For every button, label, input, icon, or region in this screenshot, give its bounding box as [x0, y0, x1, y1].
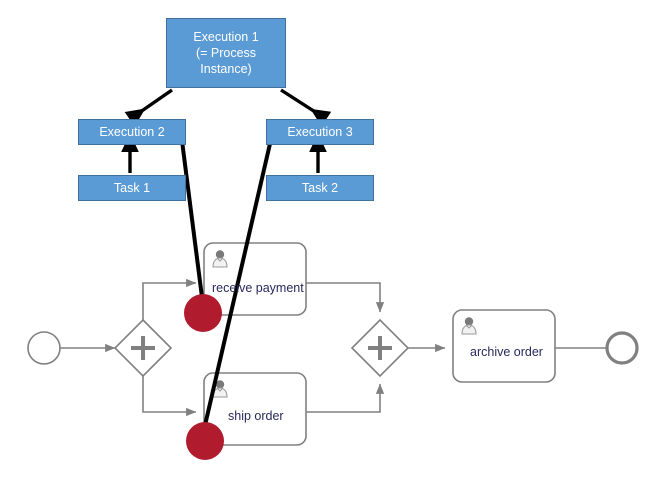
end-event: [605, 331, 639, 365]
sequence-flows: [60, 278, 606, 417]
user-task-icon: [461, 317, 477, 335]
parallel-gateway-split: [113, 318, 173, 378]
flow-split-to-receive-payment: [142, 278, 197, 320]
task-label-ship-order: ship order: [228, 409, 284, 423]
execution-box-execution-1[interactable]: Execution 1 (= Process Instance): [166, 18, 286, 88]
user-task-icon: [212, 380, 228, 398]
execution-box-task-1[interactable]: Task 1: [78, 175, 186, 201]
start-event: [27, 331, 61, 365]
execution-box-execution-2[interactable]: Execution 2: [78, 119, 186, 145]
user-task-icon: [212, 250, 228, 268]
flow-receive-payment-to-join: [306, 282, 385, 313]
pointer-execution2-to-token-receive-payment: [179, 132, 205, 306]
flow-ship-order-to-join: [306, 383, 385, 413]
plus-icon: [131, 336, 155, 360]
parallel-gateway-join: [350, 318, 410, 378]
token-receive-payment: [184, 294, 222, 332]
execution-box-task-2[interactable]: Task 2: [266, 175, 374, 201]
arrow-execution3-to-execution1: [280, 88, 332, 127]
plus-icon: [368, 336, 392, 360]
task-label-archive-order: archive order: [470, 345, 543, 359]
task-receive-payment: [203, 242, 307, 316]
task-archive-order: [452, 309, 556, 383]
task-ship-order: [203, 372, 307, 446]
token-ship-order: [186, 422, 224, 460]
execution-tree-arrows: [121, 88, 332, 173]
pointer-execution3-to-token-ship-order: [201, 134, 274, 435]
flow-split-to-ship-order: [142, 376, 197, 417]
execution-box-execution-3[interactable]: Execution 3: [266, 119, 374, 145]
execution-token-pointers: [179, 132, 274, 435]
arrow-execution2-to-execution1: [124, 88, 173, 127]
task-label-receive-payment: receive payment: [212, 281, 304, 295]
